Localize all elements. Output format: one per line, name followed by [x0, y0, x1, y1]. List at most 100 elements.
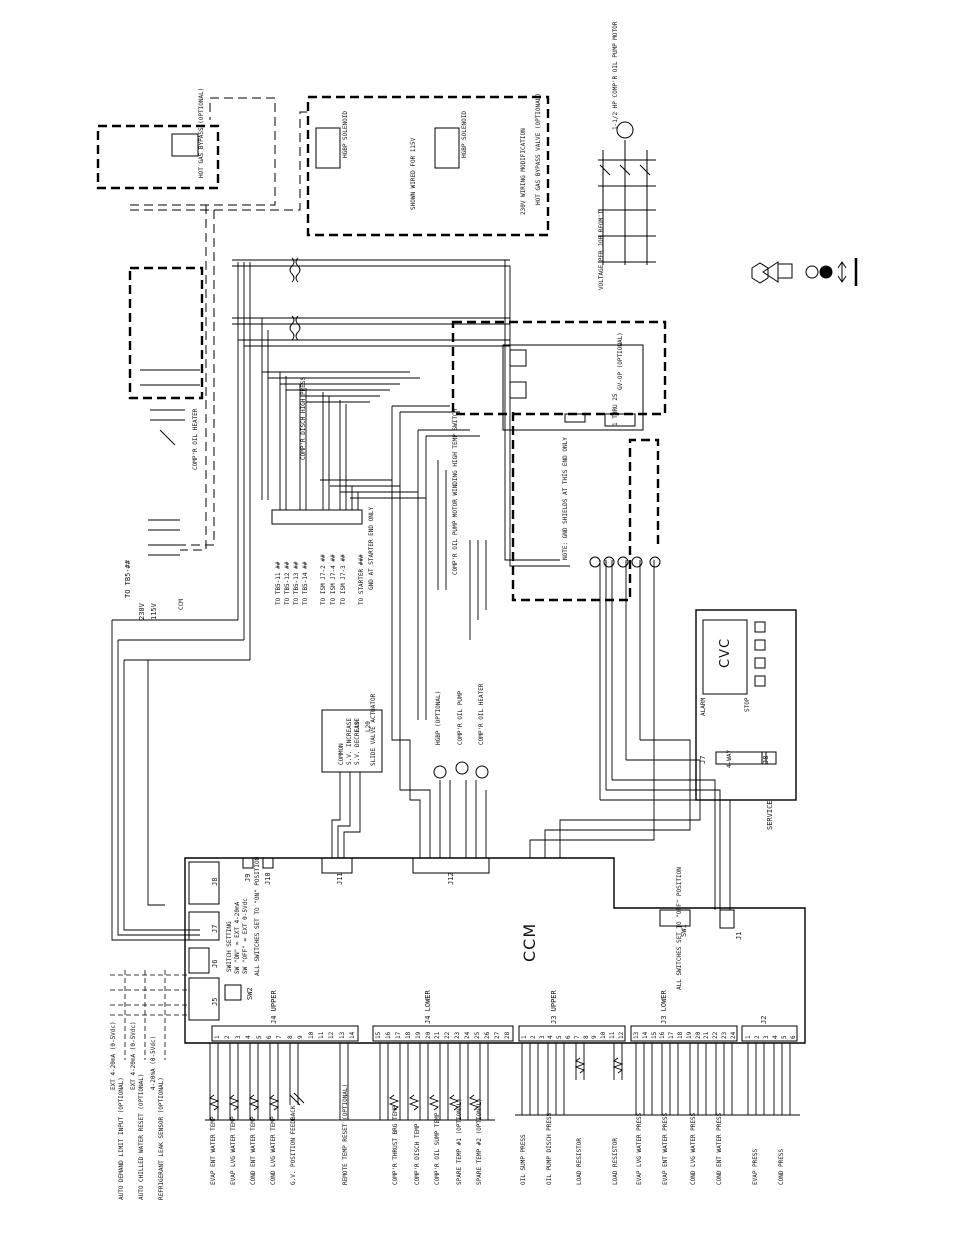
j4-lower-pins	[372, 1025, 514, 1042]
legend-triangle-symbol	[762, 261, 779, 283]
j3-lower-pins	[630, 1025, 738, 1042]
pin-j4_lower-18: 18	[404, 1031, 412, 1039]
pin-j3_upper-3: 3	[538, 1035, 546, 1039]
pin-j4_lower-16: 16	[384, 1031, 392, 1039]
pin-j5_upper-7: 7	[276, 1035, 284, 1039]
terminal-strip	[271, 509, 363, 525]
j12-label: J12	[447, 872, 455, 885]
cvc-btn-1	[754, 621, 766, 633]
input-auto-demand: AUTO DEMAND LIMIT INPUT (OPTIONAL)	[118, 1077, 125, 1200]
to-tb5-label: TO TB5-##	[124, 560, 132, 598]
ext-signal-1: EXT 4-20mA (0-5Vdc)	[110, 1021, 117, 1090]
gv-op-label: GV-OP (OPTIONAL)	[617, 332, 624, 390]
j3-lower-label: J3 LOWER	[660, 990, 668, 1024]
j9-box	[242, 857, 254, 869]
hgbp-230v-box	[306, 95, 550, 237]
j1-block	[719, 909, 735, 929]
input-load-resistor: LOAD RESISTOR	[576, 1138, 583, 1185]
pin-j5_upper-11: 11	[318, 1031, 325, 1039]
l10-label: L10	[354, 721, 361, 732]
hgbp-solenoid-2: HGBP SOLENOID	[461, 111, 468, 158]
starter-ref-3: TO TB5-13 ##	[293, 561, 300, 605]
sw1-block	[659, 909, 691, 927]
sw2-block	[224, 984, 242, 1001]
pin-j3_upper-5: 5	[556, 1035, 564, 1039]
one-thru-25-label: 1 THRU 25	[612, 393, 619, 426]
pin-j4_lower-19: 19	[414, 1031, 422, 1039]
pin-j3_upper-12: 12	[617, 1031, 625, 1039]
ext-signal-2: EXT 4-20mA (0-5Vdc)	[130, 1021, 137, 1090]
legend-hexagon-symbol	[751, 262, 769, 284]
pin-j5_upper-5: 5	[255, 1035, 263, 1039]
voltage-230: 230V	[138, 603, 146, 620]
pin-j3_lower-22: 22	[712, 1031, 720, 1039]
pin-j2-2: 2	[754, 1035, 761, 1039]
hot-gas-bypass-valve-label: HOT GAS BYPASS VALVE (OPTIONAL)	[535, 93, 542, 205]
input-thrust-brg: COMP'R THRUST BRG TEMP	[392, 1105, 399, 1185]
shield-box	[511, 412, 660, 602]
pin-j5_upper-2: 2	[224, 1035, 232, 1039]
pin-j5_upper-9: 9	[297, 1035, 305, 1039]
oil-pump-label: COMP'R OIL PUMP	[457, 690, 464, 745]
j8-block	[188, 861, 220, 905]
pin-j3_upper-7: 7	[573, 1035, 581, 1039]
pin-j5_upper-13: 13	[338, 1031, 346, 1039]
hgbp-solenoid-1: HGBP SOLENOID	[342, 111, 349, 158]
j2-pins	[741, 1025, 798, 1042]
input-oil-sump-press: OIL SUMP PRESS	[520, 1134, 527, 1185]
pin-j5_upper-10: 10	[307, 1031, 315, 1039]
wiring-230-note: 230V WIRING MODIFICATION	[520, 128, 527, 215]
shown-wired-note: SHOWN WIRED FOR 115V	[410, 137, 417, 210]
input-remote-temp: REMOTE TEMP RESET (OPTIONAL)	[342, 1083, 349, 1185]
pin-j4_lower-25: 25	[474, 1031, 481, 1039]
pin-j5_upper-1: 1	[214, 1035, 221, 1039]
input-evap-ent-temp: EVAP ENT WATER TEMP	[210, 1116, 217, 1185]
j6-block	[188, 947, 210, 974]
input-spare-2: SPARE TEMP #2 (OPTIONAL)	[476, 1098, 483, 1185]
j3-upper-label: J3 UPPER	[550, 990, 558, 1024]
pin-j2-3: 3	[763, 1035, 770, 1039]
cvc-display	[702, 619, 748, 695]
oil-pump-motor-switch-label: COMP'R OIL PUMP MOTOR WINDING HIGH TEMP …	[452, 408, 459, 575]
pin-j3_upper-4: 4	[547, 1035, 555, 1039]
starter-ref-2: TO TB5-12 ##	[284, 561, 291, 605]
j7-label: J7	[211, 924, 219, 933]
pin-j3_upper-10: 10	[600, 1031, 608, 1039]
pin-j3_upper-8: 8	[582, 1035, 590, 1039]
j7-block	[188, 911, 220, 941]
input-load-resistor-2: LOAD RESISTOR	[612, 1138, 619, 1185]
pin-j4_lower-24: 24	[464, 1031, 472, 1039]
cvc-j8-box	[761, 751, 777, 765]
pin-j4_lower-26: 26	[483, 1031, 491, 1039]
pump-motor-label: 1-1/2 HP COMP'R OIL PUMP MOTOR	[612, 21, 619, 130]
cvc-panel	[695, 609, 797, 801]
input-gv-feedback: G.V. POSITION FEEDBACK	[290, 1105, 297, 1185]
pin-j3_upper-1: 1	[521, 1035, 528, 1039]
j3-upper-pins	[518, 1025, 626, 1042]
legend-square-symbol	[777, 263, 793, 279]
input-evap-lvg-temp: EVAP LVG WATER TEMP	[230, 1116, 237, 1185]
pin-j5_upper-3: 3	[234, 1035, 242, 1039]
j10-label: J10	[264, 872, 272, 885]
j10-box	[262, 857, 274, 869]
j5-upper-pins	[211, 1025, 359, 1042]
j6-label: J6	[211, 959, 219, 968]
cvc-j8-label: J8	[762, 755, 770, 764]
voltage-115: 115V	[150, 603, 158, 620]
input-cond-ent-temp: COND ENT WATER TEMP	[250, 1116, 257, 1185]
ccm-board-label: CCM	[520, 922, 539, 962]
sw2-position-note: ALL SWITCHES SET TO "ON" POSITION	[254, 856, 261, 976]
ext-signal-3: 4-20mA (0-5Vdc)	[150, 1035, 157, 1090]
input-cond-press: COND PRESS	[778, 1148, 785, 1185]
j5-block	[188, 977, 220, 1021]
input-cond-lvg-temp: COND LVG WATER TEMP	[270, 1116, 277, 1185]
input-oil-pump-disch: OIL PUMP DISCH PRESS	[546, 1112, 553, 1185]
oil-heater-solenoid-label: COMP'R OIL HEATER	[478, 683, 485, 745]
pin-j4_lower-23: 23	[454, 1031, 462, 1039]
sw2-label: SW2	[246, 987, 254, 1000]
pin-j5_upper-14: 14	[349, 1031, 357, 1039]
sw1-note: ALL SWITCHES SET TO "OFF" POSITION	[676, 867, 683, 990]
input-spare-1: SPARE TEMP #1 (OPTIONAL)	[456, 1098, 463, 1185]
cvc-4way-label: 4-WAY	[726, 749, 733, 768]
